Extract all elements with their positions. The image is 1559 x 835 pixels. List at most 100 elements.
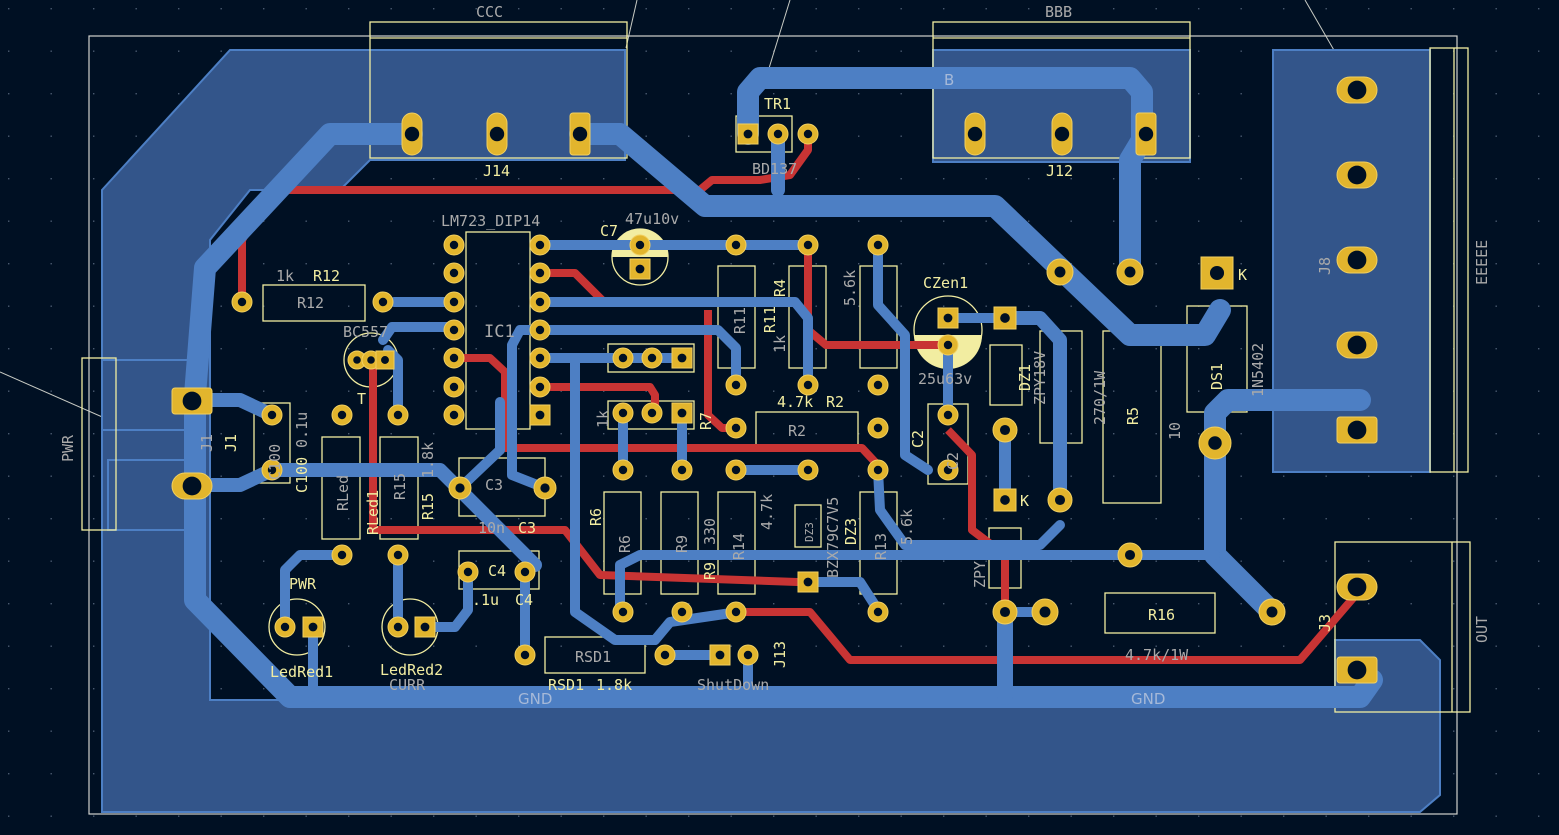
tr1-body xyxy=(735,115,793,153)
rsd1-value: 1.8k xyxy=(596,676,632,694)
r2-ref: R2 xyxy=(826,393,844,411)
bcu-track xyxy=(420,567,473,632)
j3-ref: J3 xyxy=(1316,614,1334,632)
fcu-track xyxy=(945,427,1009,612)
rled-body xyxy=(321,436,361,540)
pad-hole xyxy=(535,297,545,307)
pad-hole xyxy=(677,408,687,418)
j3-outline xyxy=(1334,541,1471,713)
pad-hole xyxy=(1039,606,1051,618)
j1-fab: J1 xyxy=(198,434,216,452)
r7-value: 1k xyxy=(594,410,612,428)
j14-value: CCC xyxy=(476,3,503,21)
r6-ref: R6 xyxy=(587,508,605,526)
r15-body xyxy=(379,436,419,540)
c100-value: 0.1u xyxy=(293,412,311,448)
net-label-b: B xyxy=(944,71,954,89)
r2-value: 4.7k xyxy=(777,393,813,411)
pad-hole xyxy=(449,382,459,392)
pad-hole xyxy=(449,353,459,363)
dz3-ref: DZ3 xyxy=(842,518,860,545)
r14-body xyxy=(717,491,756,595)
pad-hole xyxy=(540,483,550,493)
bcu-track-b xyxy=(737,67,1153,283)
pad-hole xyxy=(267,465,277,475)
pad-hole xyxy=(635,264,645,274)
pad-hole xyxy=(337,550,347,560)
ledred2-ref: LedRed2 xyxy=(380,661,443,679)
pad-hole xyxy=(535,353,545,363)
czen1-value: 25u63v xyxy=(918,370,972,388)
pad-hole xyxy=(731,465,741,475)
pad-hole xyxy=(618,353,628,363)
ic1-value: LM723_DIP14 xyxy=(441,212,540,230)
pad-hole xyxy=(520,567,530,577)
pad-hole xyxy=(873,423,883,433)
j1-outline xyxy=(81,357,117,531)
pad-hole xyxy=(449,268,459,278)
r6-fab: R6 xyxy=(616,535,634,553)
r-270-value: 270/1W xyxy=(1091,370,1109,425)
pad-hole xyxy=(1208,436,1222,450)
pad-hole xyxy=(647,353,657,363)
r9-value: 330 xyxy=(701,518,719,545)
r5-ref: R5 xyxy=(1124,407,1142,425)
j8-outline xyxy=(1429,47,1469,473)
pad-hole xyxy=(1347,420,1367,440)
pad-hole xyxy=(677,353,687,363)
pad-hole xyxy=(803,129,813,139)
board-edge xyxy=(88,35,1458,815)
pad-hole xyxy=(1138,126,1154,142)
pad-hole xyxy=(308,622,318,632)
c4-ref: C4 xyxy=(515,591,533,609)
ledred1-body xyxy=(268,598,326,656)
pad-hole xyxy=(873,465,883,475)
rsd1-body xyxy=(544,636,646,674)
r4-ref: R4 xyxy=(771,279,789,297)
dz2-value: ZPY xyxy=(971,561,989,588)
pad-hole xyxy=(943,465,953,475)
pad-hole xyxy=(803,465,813,475)
j12-value: BBB xyxy=(1045,3,1072,21)
pad-hole xyxy=(182,391,202,411)
pad-hole xyxy=(1347,165,1367,185)
j14-outline xyxy=(369,21,628,159)
r9-ref: R9 xyxy=(701,562,719,580)
bcu-track xyxy=(280,550,347,632)
pad-hole xyxy=(618,607,628,617)
pad-hole xyxy=(449,297,459,307)
pad-hole xyxy=(1054,266,1066,278)
czen1-ref: CZen1 xyxy=(923,274,968,292)
pad-hole xyxy=(1000,495,1010,505)
pad-hole xyxy=(1209,265,1225,281)
pad-hole xyxy=(381,356,389,364)
j3-value: OUT xyxy=(1473,616,1491,643)
c3-fab: C3 xyxy=(485,476,503,494)
pad-hole xyxy=(873,607,883,617)
r11-ref: R11 xyxy=(761,306,779,333)
pad-hole xyxy=(378,297,388,307)
bcu-track xyxy=(455,397,505,493)
pad-hole xyxy=(404,126,420,142)
j8-value: EEEEE xyxy=(1473,240,1491,285)
dz3-value: BZX79C7V5 xyxy=(824,497,842,578)
j1-value: PWR xyxy=(59,434,77,462)
pad-hole xyxy=(1000,313,1010,323)
pad-hole xyxy=(731,607,741,617)
pad-hole xyxy=(420,622,430,632)
pad-hole xyxy=(647,408,657,418)
r15-ref: R15 xyxy=(419,493,437,520)
r5-value: 10 xyxy=(1166,422,1184,440)
bcu-track xyxy=(535,297,813,390)
pad-hole xyxy=(1347,660,1367,680)
pad-hole xyxy=(520,650,530,660)
r15-value: 1.8k xyxy=(419,442,437,478)
rsd1-ref: RSD1 xyxy=(548,676,584,694)
fcu-track xyxy=(804,245,948,349)
pad-hole xyxy=(635,240,645,250)
pad-hole xyxy=(731,380,741,390)
pad-hole xyxy=(618,408,628,418)
c100-ref: C100 xyxy=(293,457,311,493)
tr1-value: BD137 xyxy=(752,160,797,178)
